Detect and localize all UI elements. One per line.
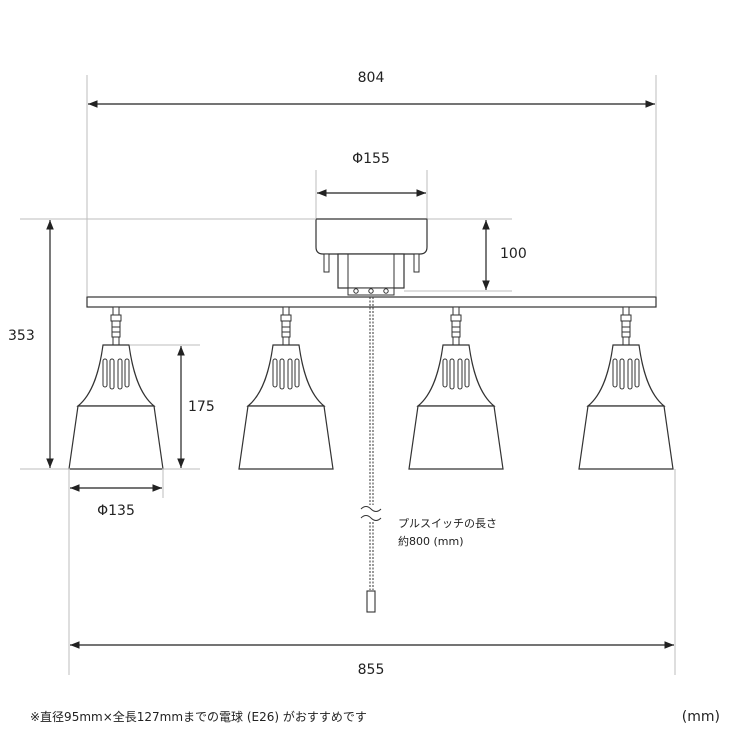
shade-diameter-label: Φ135 <box>97 503 135 519</box>
pull-switch-length-value: 約800 (mm) <box>398 534 464 548</box>
pull-switch-length-label: プルスイッチの長さ <box>398 517 497 530</box>
mounting-bar <box>86 296 657 308</box>
shade-height-label: 175 <box>188 399 215 415</box>
spotlight-3 <box>408 306 504 470</box>
bulb-recommendation-note: ※直径95mm×全長127mmまでの電球 (E26) がおすすめです <box>30 709 367 724</box>
span-width-label: 855 <box>358 662 385 678</box>
unit-label: (mm) <box>682 709 720 725</box>
ceiling-canopy <box>315 218 428 296</box>
canopy-diameter-label: Φ155 <box>352 151 390 167</box>
canopy-height-label: 100 <box>500 246 527 262</box>
pull-switch-chain <box>360 297 382 613</box>
spotlight-1 <box>68 306 164 470</box>
spotlight-2 <box>238 306 334 470</box>
spotlight-4 <box>578 306 674 470</box>
overall-width-label: 804 <box>358 70 385 86</box>
total-height-label: 353 <box>8 328 35 344</box>
